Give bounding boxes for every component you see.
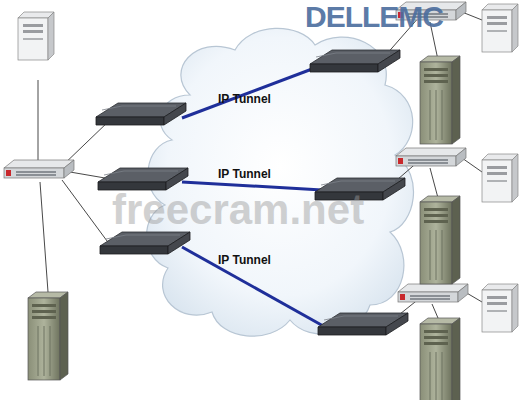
- tunnel-label: IP Tunnel: [218, 92, 271, 106]
- tunnel-label: IP Tunnel: [218, 253, 271, 267]
- tunnel-router: [96, 103, 186, 125]
- site-watermark: freecram.net: [112, 186, 364, 234]
- site-server-tower: [420, 56, 460, 144]
- server-tower: [28, 292, 68, 380]
- site-switch: [398, 284, 468, 302]
- hub-switch: [4, 160, 74, 178]
- tunnel-router: [100, 232, 190, 254]
- network-wire: [38, 12, 482, 322]
- site-server-tower: [420, 318, 460, 400]
- site-pc: [482, 284, 518, 332]
- tunnel-router: [310, 50, 400, 72]
- site-pc: [482, 4, 518, 52]
- ip-cloud: [147, 28, 414, 336]
- logo-watermark: DELLEMC: [305, 0, 443, 34]
- server-pc: [18, 12, 54, 60]
- tunnel-router: [318, 313, 408, 335]
- site-pc: [482, 154, 518, 202]
- site-server-tower: [420, 196, 460, 284]
- tunnel-label: IP Tunnel: [218, 167, 271, 181]
- site-switch: [396, 148, 466, 166]
